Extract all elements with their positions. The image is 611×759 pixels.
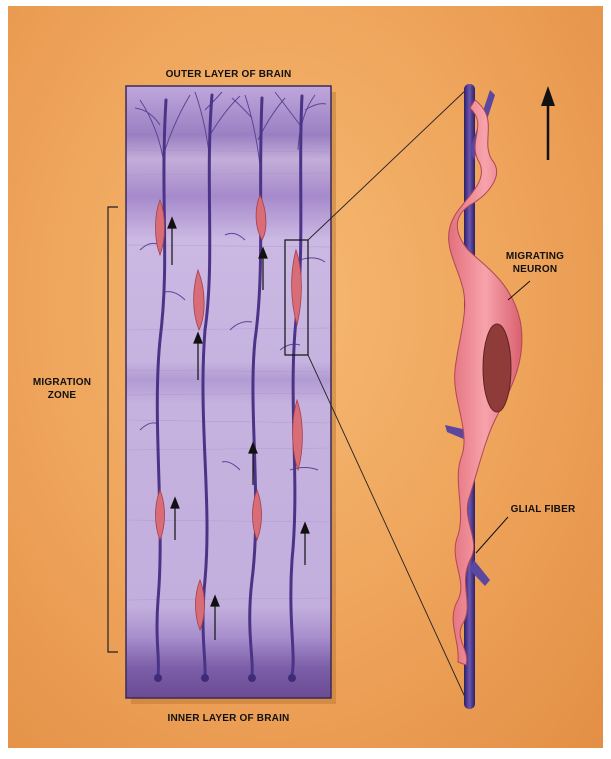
migrating-neuron-label-line1: MIGRATING: [500, 250, 570, 263]
migrating-neuron-label: MIGRATING NEURON: [500, 250, 570, 276]
migrating-neuron-label-line2: NEURON: [500, 263, 570, 276]
glial-fiber-label: GLIAL FIBER: [498, 503, 588, 516]
migration-zone-label-line1: MIGRATION: [22, 376, 102, 389]
inner-layer-label: INNER LAYER OF BRAIN: [126, 712, 331, 725]
outer-layer-label: OUTER LAYER OF BRAIN: [126, 68, 331, 81]
migration-zone-label-line2: ZONE: [22, 389, 102, 402]
up-arrow-icon: [541, 86, 555, 160]
migration-zone-label: MIGRATION ZONE: [22, 376, 102, 402]
migration-zone-bracket: [108, 207, 118, 652]
